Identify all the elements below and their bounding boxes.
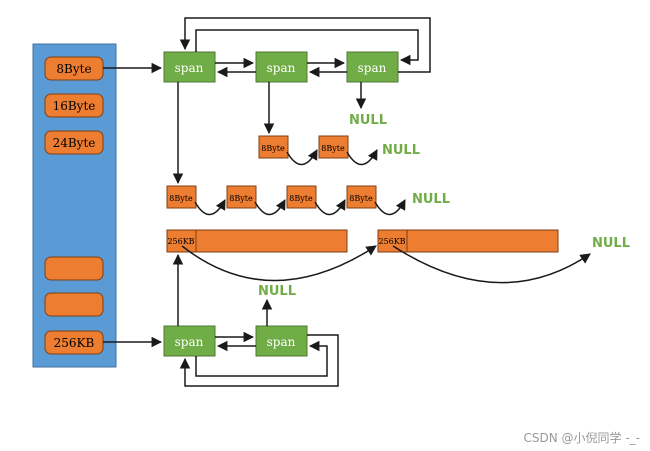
block-label: 8Byte [289, 194, 313, 203]
size-class-8byte: 8Byte [44, 56, 104, 81]
block-label: 256KB [378, 237, 405, 246]
span-top-1: span [163, 51, 216, 83]
null-label-top: NULL [349, 113, 387, 128]
watermark: CSDN @小倪同学 -_- [523, 431, 640, 445]
size-class-empty-1 [44, 256, 104, 281]
block-8byte-row2-1: 8Byte [166, 185, 197, 209]
size-class-16byte: 16Byte [44, 93, 104, 118]
span-top-2: span [255, 51, 308, 83]
arrow-row2-link-3 [314, 199, 346, 216]
block-8byte-row1-1: 8Byte [258, 135, 289, 159]
size-class-label: 8Byte [56, 62, 91, 76]
span-label: span [267, 61, 296, 75]
null-label-row1: NULL [382, 143, 420, 158]
block-label: 256KB [167, 237, 194, 246]
block-label: 8Byte [349, 194, 373, 203]
size-class-label: 16Byte [53, 99, 96, 113]
block-label: 8Byte [261, 144, 285, 153]
block-8byte-row2-2: 8Byte [226, 185, 257, 209]
span-top-3: span [346, 51, 399, 83]
size-class-empty-2 [44, 292, 104, 317]
block-256kb-1: 256KB [166, 229, 348, 253]
null-label-row2: NULL [412, 192, 450, 207]
span-label: span [267, 335, 296, 349]
span-bottom-2: span [255, 325, 308, 357]
arrow-256kb-link-1 [181, 245, 377, 282]
size-class-label: 256KB [54, 336, 95, 350]
arrow-bottom-inner-loop [195, 340, 328, 377]
arrow-row2-link-1 [194, 199, 226, 216]
block-8byte-row2-3: 8Byte [286, 185, 317, 209]
arrow-row2-link-null [374, 199, 406, 216]
arrow-256kb-link-null [392, 245, 591, 284]
span-label: span [175, 61, 204, 75]
block-label: 8Byte [229, 194, 253, 203]
size-class-256kb: 256KB [44, 330, 104, 355]
arrow-top-inner-loop [195, 29, 419, 66]
arrow-row1-link-null [346, 149, 378, 166]
null-label-bottom: NULL [258, 284, 296, 299]
arrow-row1-link-1 [286, 149, 318, 166]
span-label: span [358, 61, 387, 75]
null-label-256kb: NULL [592, 236, 630, 251]
block-label: 8Byte [321, 144, 345, 153]
block-256kb-2: 256KB [377, 229, 559, 253]
block-label: 8Byte [169, 194, 193, 203]
arrow-top-outer-loop [179, 17, 431, 73]
span-label: span [175, 335, 204, 349]
size-class-label: 24Byte [53, 136, 96, 150]
arrow-bottom-outer-loop [179, 334, 339, 387]
block-8byte-row1-2: 8Byte [318, 135, 349, 159]
block-8byte-row2-4: 8Byte [346, 185, 377, 209]
arrow-row2-link-2 [254, 199, 286, 216]
size-class-panel [32, 43, 117, 368]
size-class-24byte: 24Byte [44, 130, 104, 155]
span-bottom-1: span [163, 325, 216, 357]
